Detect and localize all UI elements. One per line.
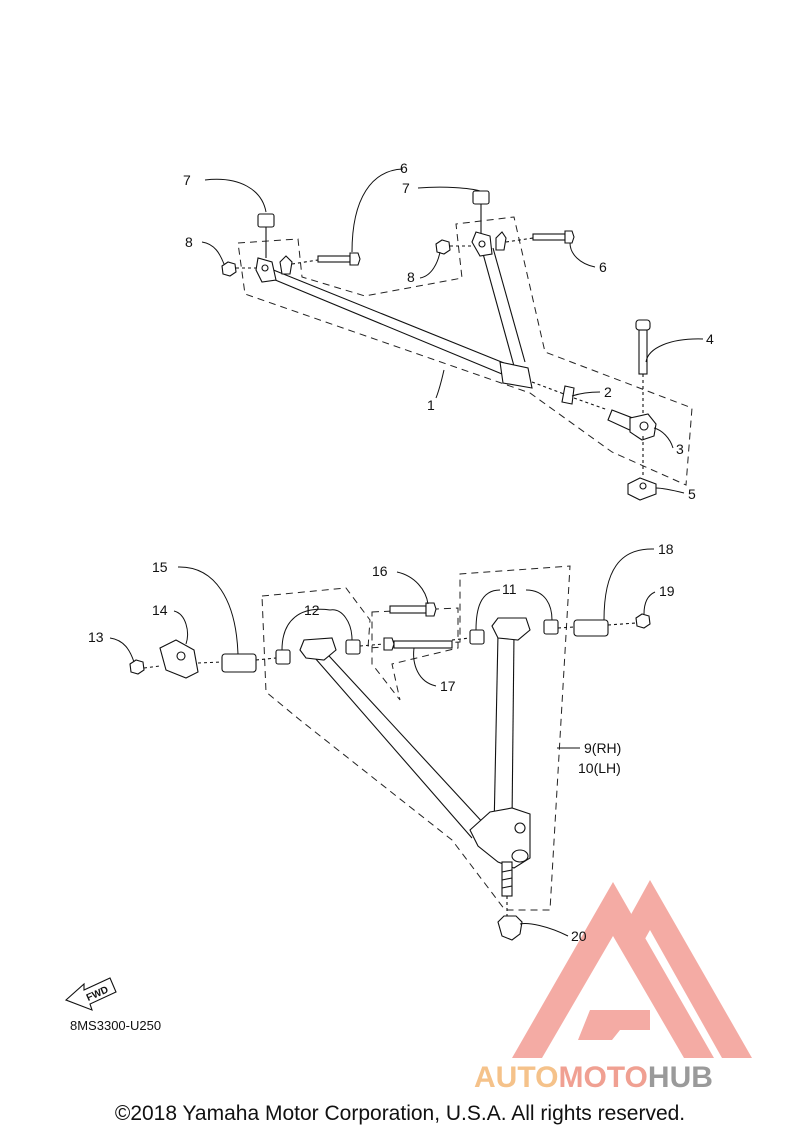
label-part-7-left: 7 (183, 172, 191, 188)
label-part-6-top: 6 (400, 160, 408, 176)
upper-arm-assembly: 7 6 7 8 8 6 4 2 1 3 5 (183, 160, 714, 502)
label-part-7-right: 7 (402, 180, 410, 196)
label-part-14: 14 (152, 602, 168, 618)
upper-arm-dashed-boundary (237, 216, 693, 486)
label-part-4: 4 (706, 331, 714, 347)
label-part-10: 10(LH) (578, 760, 621, 776)
collar-18 (573, 619, 609, 637)
nut-8-left (221, 261, 256, 277)
bolt-16 (389, 602, 437, 617)
automotohub-watermark: AUTOMOTOHUB (474, 880, 752, 1094)
label-part-13: 13 (88, 629, 104, 645)
lower-arm-dashed-boundary (261, 565, 571, 911)
upper-leader-lines (201, 168, 704, 494)
axis-line-left-2 (197, 661, 223, 664)
bolt-17-dashed-boundary (371, 607, 459, 701)
watermark-text: AUTOMOTOHUB (474, 1061, 713, 1094)
bushing-12-left (275, 649, 291, 665)
nut-20 (497, 896, 523, 941)
label-part-1: 1 (427, 397, 435, 413)
label-part-8-right: 8 (407, 269, 415, 285)
label-part-5: 5 (688, 486, 696, 502)
bushing-11-left (469, 629, 485, 645)
bolt-17 (383, 637, 453, 651)
label-part-3: 3 (676, 441, 684, 457)
nut-19 (635, 613, 651, 629)
reference-code: 8MS3300-U250 (70, 1018, 161, 1033)
label-part-2: 2 (604, 384, 612, 400)
copyright-notice: ©2018 Yamaha Motor Corporation, U.S.A. A… (114, 1102, 686, 1125)
bracket-14 (159, 639, 199, 679)
bushing-12-right (345, 639, 361, 655)
axis-line-left-3 (255, 657, 277, 661)
axis-line-right-2 (607, 622, 637, 626)
label-part-15: 15 (152, 559, 168, 575)
bolt-4 (635, 319, 651, 478)
axis-line-right (557, 626, 575, 629)
lower-arm-frame (299, 617, 531, 897)
bolt-6-right (505, 230, 575, 244)
label-part-8-left: 8 (185, 234, 193, 250)
label-part-17: 17 (440, 678, 456, 694)
watermark-auto: AUTO (474, 1061, 558, 1094)
axis-line-mid (359, 643, 385, 647)
collar-7-right (472, 190, 490, 233)
fwd-arrow: FWD (64, 977, 117, 1011)
lower-labels: 15 14 13 12 16 17 11 18 19 9(RH) 10(LH) … (88, 541, 675, 944)
axis-line-mid-2 (451, 637, 471, 641)
nut-8-right (435, 239, 472, 255)
plate-5 (627, 477, 657, 501)
label-part-11: 11 (502, 581, 517, 597)
nut-13 (129, 659, 145, 675)
upper-arm-frame (255, 231, 533, 389)
bushing-11-right (543, 619, 559, 635)
label-part-6-right: 6 (599, 259, 607, 275)
collar-15 (221, 653, 257, 673)
watermark-logo-triangle (512, 880, 752, 1058)
label-part-18: 18 (658, 541, 674, 557)
upper-labels: 7 6 7 8 8 6 4 2 1 3 5 (183, 160, 714, 502)
label-part-19: 19 (659, 583, 675, 599)
label-part-20: 20 (571, 928, 587, 944)
bolt-6-left (291, 252, 361, 266)
lower-arm-assembly: 15 14 13 12 16 17 11 18 19 9(RH) 10(LH) … (88, 541, 675, 944)
label-part-12: 12 (304, 602, 320, 618)
watermark-moto: MOTO (558, 1061, 647, 1094)
label-part-16: 16 (372, 563, 388, 579)
watermark-hub: HUB (648, 1061, 713, 1094)
collar-7-left (257, 213, 275, 258)
rod-end-3 (607, 409, 657, 441)
bushing-2 (531, 381, 609, 411)
axis-line-left (143, 665, 161, 669)
lower-leader-lines (109, 548, 656, 937)
label-part-9: 9(RH) (584, 740, 621, 756)
